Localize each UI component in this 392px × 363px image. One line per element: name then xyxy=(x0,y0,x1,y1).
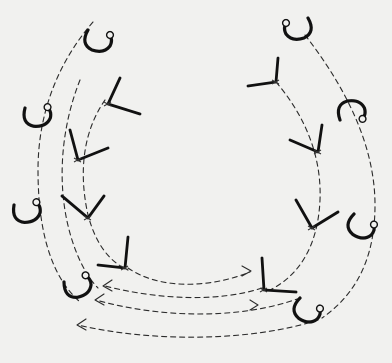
middle-left-loop xyxy=(62,80,98,288)
inner-left-loop xyxy=(83,100,128,270)
bottom-arc-1 xyxy=(128,268,250,284)
open-hook-icon xyxy=(283,18,312,39)
arrowhead-icon xyxy=(77,319,86,330)
jack-fork-icon xyxy=(62,196,104,220)
jack-fork-icon xyxy=(248,58,279,86)
bottom-arc-2 xyxy=(105,286,262,298)
arrowhead-icon xyxy=(103,280,112,291)
open-hook-icon xyxy=(85,30,114,51)
jacks xyxy=(62,58,338,292)
hooks-left xyxy=(11,30,113,302)
jack-fork-icon xyxy=(98,237,128,270)
open-hook-icon xyxy=(61,269,96,302)
open-hook-icon xyxy=(22,101,55,129)
arrowheads xyxy=(77,266,258,330)
hooks-right xyxy=(283,18,379,325)
inner-right-loop xyxy=(270,82,320,290)
open-hook-icon xyxy=(345,213,378,241)
arrowhead-icon xyxy=(95,294,104,305)
jack-fork-icon xyxy=(104,78,140,114)
arrowhead-icon xyxy=(250,300,258,310)
outer-left-loop xyxy=(38,22,93,302)
open-hook-icon xyxy=(11,196,45,226)
outer-right-loop xyxy=(305,35,375,318)
bottom-arc-4 xyxy=(78,320,318,337)
jack-fork-icon xyxy=(296,200,338,230)
open-hook-icon xyxy=(291,297,324,325)
bottom-arc-3 xyxy=(96,298,300,314)
